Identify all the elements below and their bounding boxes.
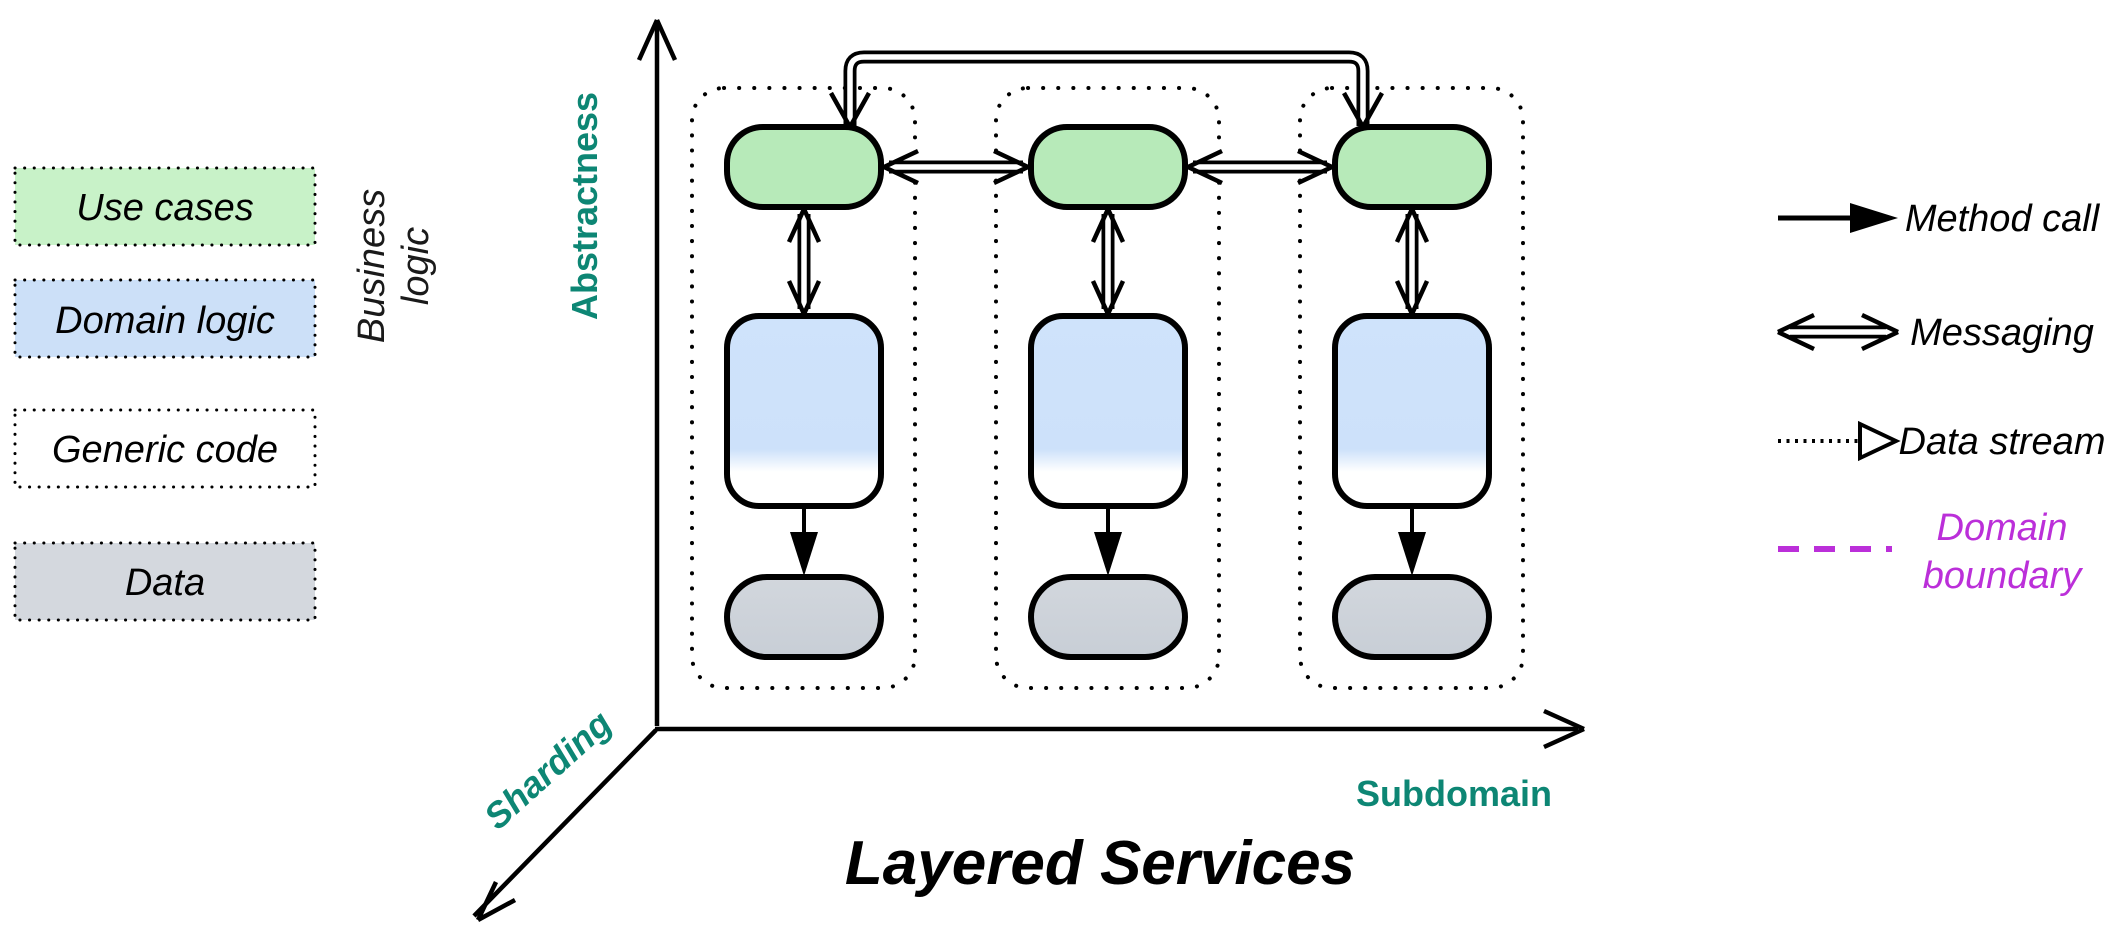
filled-arrowhead-icon <box>790 532 818 576</box>
legend-data-label: Data <box>125 562 205 604</box>
right-arrowhead-icon <box>1543 708 1585 750</box>
left-legend: Use cases Domain logic Generic code Data… <box>13 166 437 622</box>
service-boundary-1 <box>690 86 917 690</box>
dotted-white-swatch <box>13 408 317 489</box>
data-stream-dotted-arrow-icon <box>1778 420 1901 462</box>
subdomain-axis-label: Subdomain <box>1356 773 1552 814</box>
data-box-3 <box>1332 574 1492 660</box>
skip-messaging-arrow <box>843 50 1370 126</box>
open-arrowhead-icon <box>1187 148 1333 186</box>
open-arrowhead-icon <box>1394 208 1430 315</box>
method-call-arrows <box>790 506 1426 576</box>
domain-boundary-label-line2: boundary <box>1923 555 2083 597</box>
method-call-arrow-icon <box>1778 203 1898 233</box>
right-legend: Method call Messaging Data stream Domain… <box>1777 198 2106 597</box>
sharding-axis-label: Sharding <box>476 702 619 837</box>
method-call-label: Method call <box>1905 198 2101 240</box>
legend-use-cases-label: Use cases <box>76 187 253 229</box>
legend-generic-code-label: Generic code <box>52 429 278 471</box>
dotted-gray-swatch <box>13 541 317 622</box>
data-box-1 <box>724 574 884 660</box>
abstractness-axis <box>636 19 678 726</box>
messaging-arrowheads <box>786 91 1430 315</box>
diagram-title: Layered Services <box>845 829 1355 898</box>
open-arrowhead-icon <box>1090 208 1126 315</box>
legend-domain-logic-label: Domain logic <box>55 300 275 342</box>
dotted-green-swatch <box>13 166 317 247</box>
business-logic-label-line2: logic <box>395 227 437 305</box>
open-arrowhead-icon <box>786 208 822 315</box>
sharding-axis <box>472 728 658 922</box>
messaging-double-arrow-icon <box>1777 312 1899 352</box>
domain-boundary-label-line1: Domain <box>1937 507 2068 549</box>
service-shapes <box>724 124 1492 660</box>
axes <box>472 19 1585 922</box>
open-arrowhead-icon <box>1342 91 1384 129</box>
service-boundary-3 <box>1298 86 1525 690</box>
domain-logic-box-3 <box>1332 313 1492 509</box>
down-left-arrowhead-icon <box>475 881 517 922</box>
use-cases-box-2 <box>1028 124 1188 210</box>
subdomain-axis <box>655 708 1585 750</box>
service-boundaries <box>690 86 1525 690</box>
open-arrowhead-icon <box>883 148 1029 186</box>
use-cases-box-1 <box>724 124 884 210</box>
data-box-2 <box>1028 574 1188 660</box>
up-arrowhead-icon <box>636 19 678 61</box>
filled-arrowhead-icon <box>1398 532 1426 576</box>
domain-logic-box-2 <box>1028 313 1188 509</box>
dotted-blue-swatch <box>13 278 317 359</box>
messaging-label: Messaging <box>1910 312 2094 354</box>
service-boundary-2 <box>994 86 1221 690</box>
use-cases-box-3 <box>1332 124 1492 210</box>
messaging-shafts <box>797 50 1419 309</box>
data-stream-label: Data stream <box>1899 421 2106 463</box>
domain-logic-box-1 <box>724 313 884 509</box>
filled-arrowhead-icon <box>1094 532 1122 576</box>
business-logic-label-line1: Business <box>351 189 393 343</box>
open-arrowhead-icon <box>829 91 871 129</box>
abstractness-axis-label: Abstractness <box>564 92 605 320</box>
